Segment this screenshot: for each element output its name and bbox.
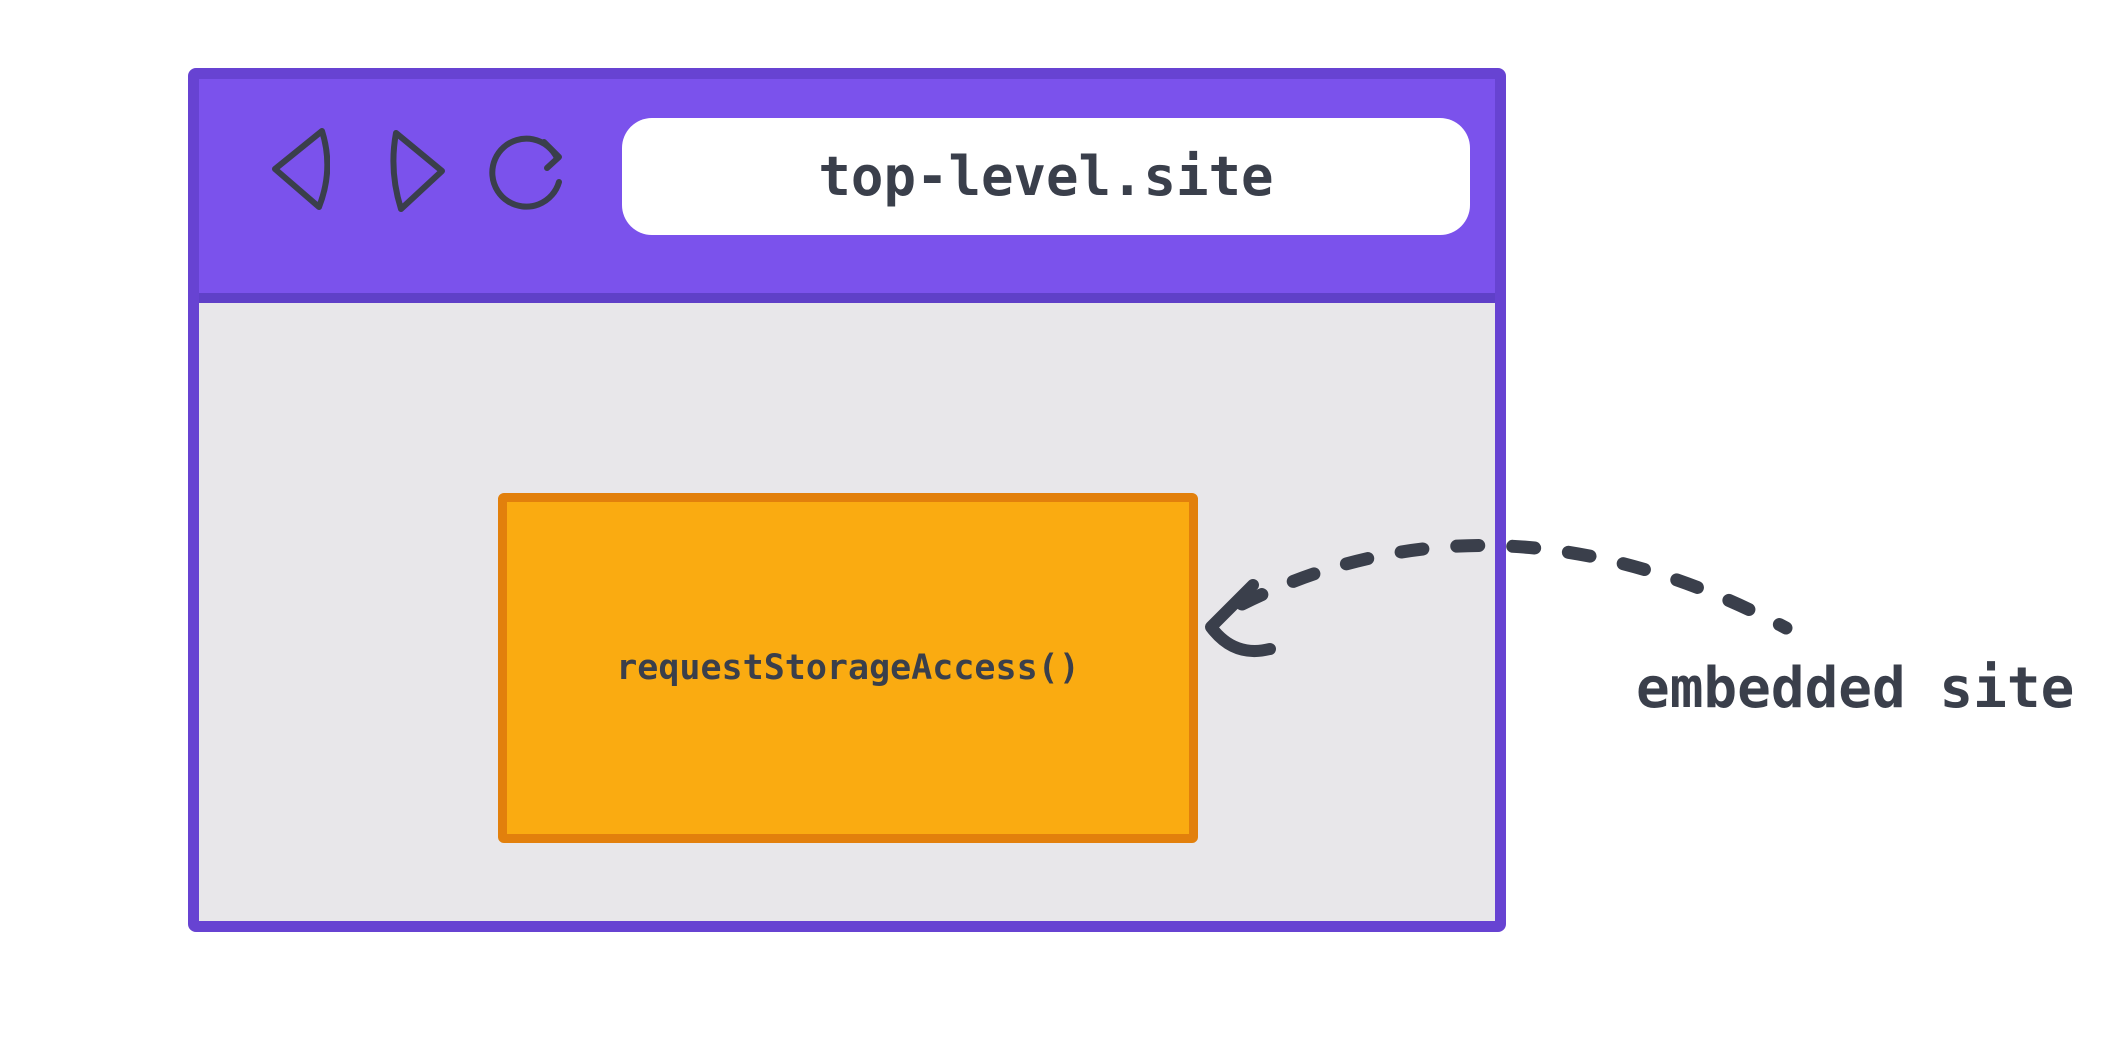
forward-icon: [390, 130, 445, 212]
address-bar: top-level.site: [622, 118, 1470, 235]
browser-titlebar: top-level.site: [199, 79, 1495, 303]
back-icon: [272, 128, 330, 210]
reload-icon: [489, 135, 562, 210]
browser-window: top-level.site requestStorageAccess(): [188, 68, 1506, 932]
page-content: requestStorageAccess(): [199, 303, 1495, 921]
embedded-site-label: embedded site: [1636, 656, 2075, 721]
iframe-api-label: requestStorageAccess(): [616, 648, 1080, 688]
embedded-iframe: requestStorageAccess(): [498, 493, 1198, 843]
address-bar-url: top-level.site: [818, 145, 1274, 208]
